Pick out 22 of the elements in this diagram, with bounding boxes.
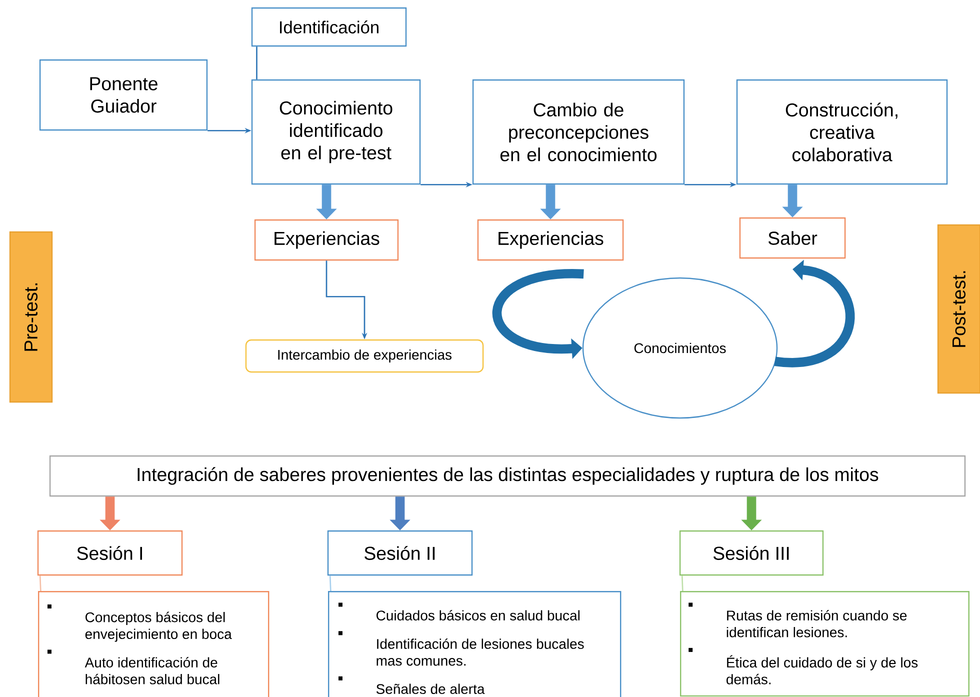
connector-line — [329, 576, 332, 592]
connector-line — [256, 46, 258, 80]
result-box: Experiencias — [254, 219, 399, 261]
phase-bar: Pre-test. — [9, 231, 53, 403]
connector-line — [39, 576, 42, 592]
result-box: Intercambio de experiencias — [245, 339, 484, 373]
session-box: Sesión I — [37, 530, 183, 576]
bullet-list-box: Rutas de remisión cuando se identifican lesiones. Ética del cuidado de si y de los demás. — [680, 591, 970, 697]
session-box: Sesión II — [327, 530, 473, 576]
process-box: Cambio de preconcepciones en el conocimiento — [472, 79, 685, 185]
process-box: Construcción, creativa colaborativa — [736, 79, 948, 185]
process-box: Conocimiento identificado en el pre-test — [251, 79, 421, 185]
label-box: Identificación — [251, 7, 407, 47]
bullet-list-box: Conceptos básicos del envejecimiento en boca Auto identificación de hábitosen salud bucal — [38, 591, 270, 697]
result-box: Saber — [739, 217, 846, 259]
bullet-list-box: Cuidados básicos en salud bucal Identificación de lesiones bucales mas comunes. Señales de alerta — [328, 591, 622, 697]
result-box: Experiencias — [477, 219, 624, 261]
session-box: Sesión III — [679, 530, 824, 576]
connector-line — [681, 576, 684, 592]
heading-box: Integración de saberes provenientes de las distintas especialidades y ruptura de los mitos — [49, 455, 966, 497]
process-box: Ponente Guiador — [39, 59, 208, 131]
phase-bar: Post-test. — [937, 224, 980, 394]
